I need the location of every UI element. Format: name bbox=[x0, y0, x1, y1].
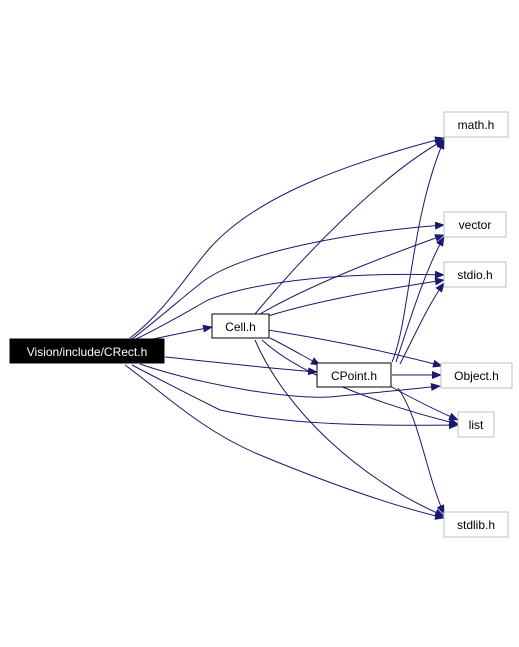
node-cell-label: Cell.h bbox=[225, 320, 256, 334]
node-list[interactable]: list bbox=[457, 411, 495, 438]
edge-crect-list bbox=[131, 364, 459, 430]
edge-crect-vector bbox=[131, 221, 445, 340]
edge-cpoint-vector bbox=[395, 236, 445, 363]
node-vector-label: vector bbox=[459, 218, 492, 232]
edge-cell-cpoint bbox=[269, 337, 321, 366]
edge-crect-object bbox=[139, 363, 441, 398]
edge-cpoint-list bbox=[389, 385, 459, 421]
node-stdlib[interactable]: stdlib.h bbox=[443, 511, 509, 538]
node-crect-label: Vision/include/CRect.h bbox=[27, 345, 148, 359]
node-object[interactable]: Object.h bbox=[440, 362, 513, 389]
edge-cell-stdio bbox=[267, 277, 445, 317]
node-vector[interactable]: vector bbox=[443, 211, 507, 238]
node-math[interactable]: math.h bbox=[443, 111, 509, 138]
edge-cpoint-stdio bbox=[399, 282, 445, 365]
node-math-label: math.h bbox=[458, 118, 495, 132]
edge-cpoint-stdlib bbox=[397, 387, 445, 515]
node-crect[interactable]: Vision/include/CRect.h bbox=[9, 338, 165, 364]
edge-cell-list bbox=[261, 339, 459, 426]
edge-crect-math bbox=[129, 136, 445, 339]
node-object-label: Object.h bbox=[454, 369, 499, 383]
node-cell[interactable]: Cell.h bbox=[211, 313, 270, 339]
edge-crect-cpoint bbox=[164, 356, 318, 376]
edge-crect-stdlib bbox=[124, 364, 445, 520]
node-cpoint-label: CPoint.h bbox=[331, 369, 377, 383]
edge-cell-stdlib bbox=[254, 339, 445, 517]
edge-cell-math bbox=[254, 139, 445, 315]
edge-cell-vector bbox=[259, 234, 445, 315]
node-stdio-label: stdio.h bbox=[457, 268, 492, 282]
edge-cell-object bbox=[267, 329, 443, 368]
node-stdio[interactable]: stdio.h bbox=[443, 261, 507, 288]
node-list-label: list bbox=[469, 418, 484, 432]
node-cpoint[interactable]: CPoint.h bbox=[316, 362, 392, 388]
edge-crect-stdio bbox=[133, 270, 445, 341]
node-stdlib-label: stdlib.h bbox=[457, 518, 495, 532]
edge-cpoint-math bbox=[391, 139, 445, 363]
